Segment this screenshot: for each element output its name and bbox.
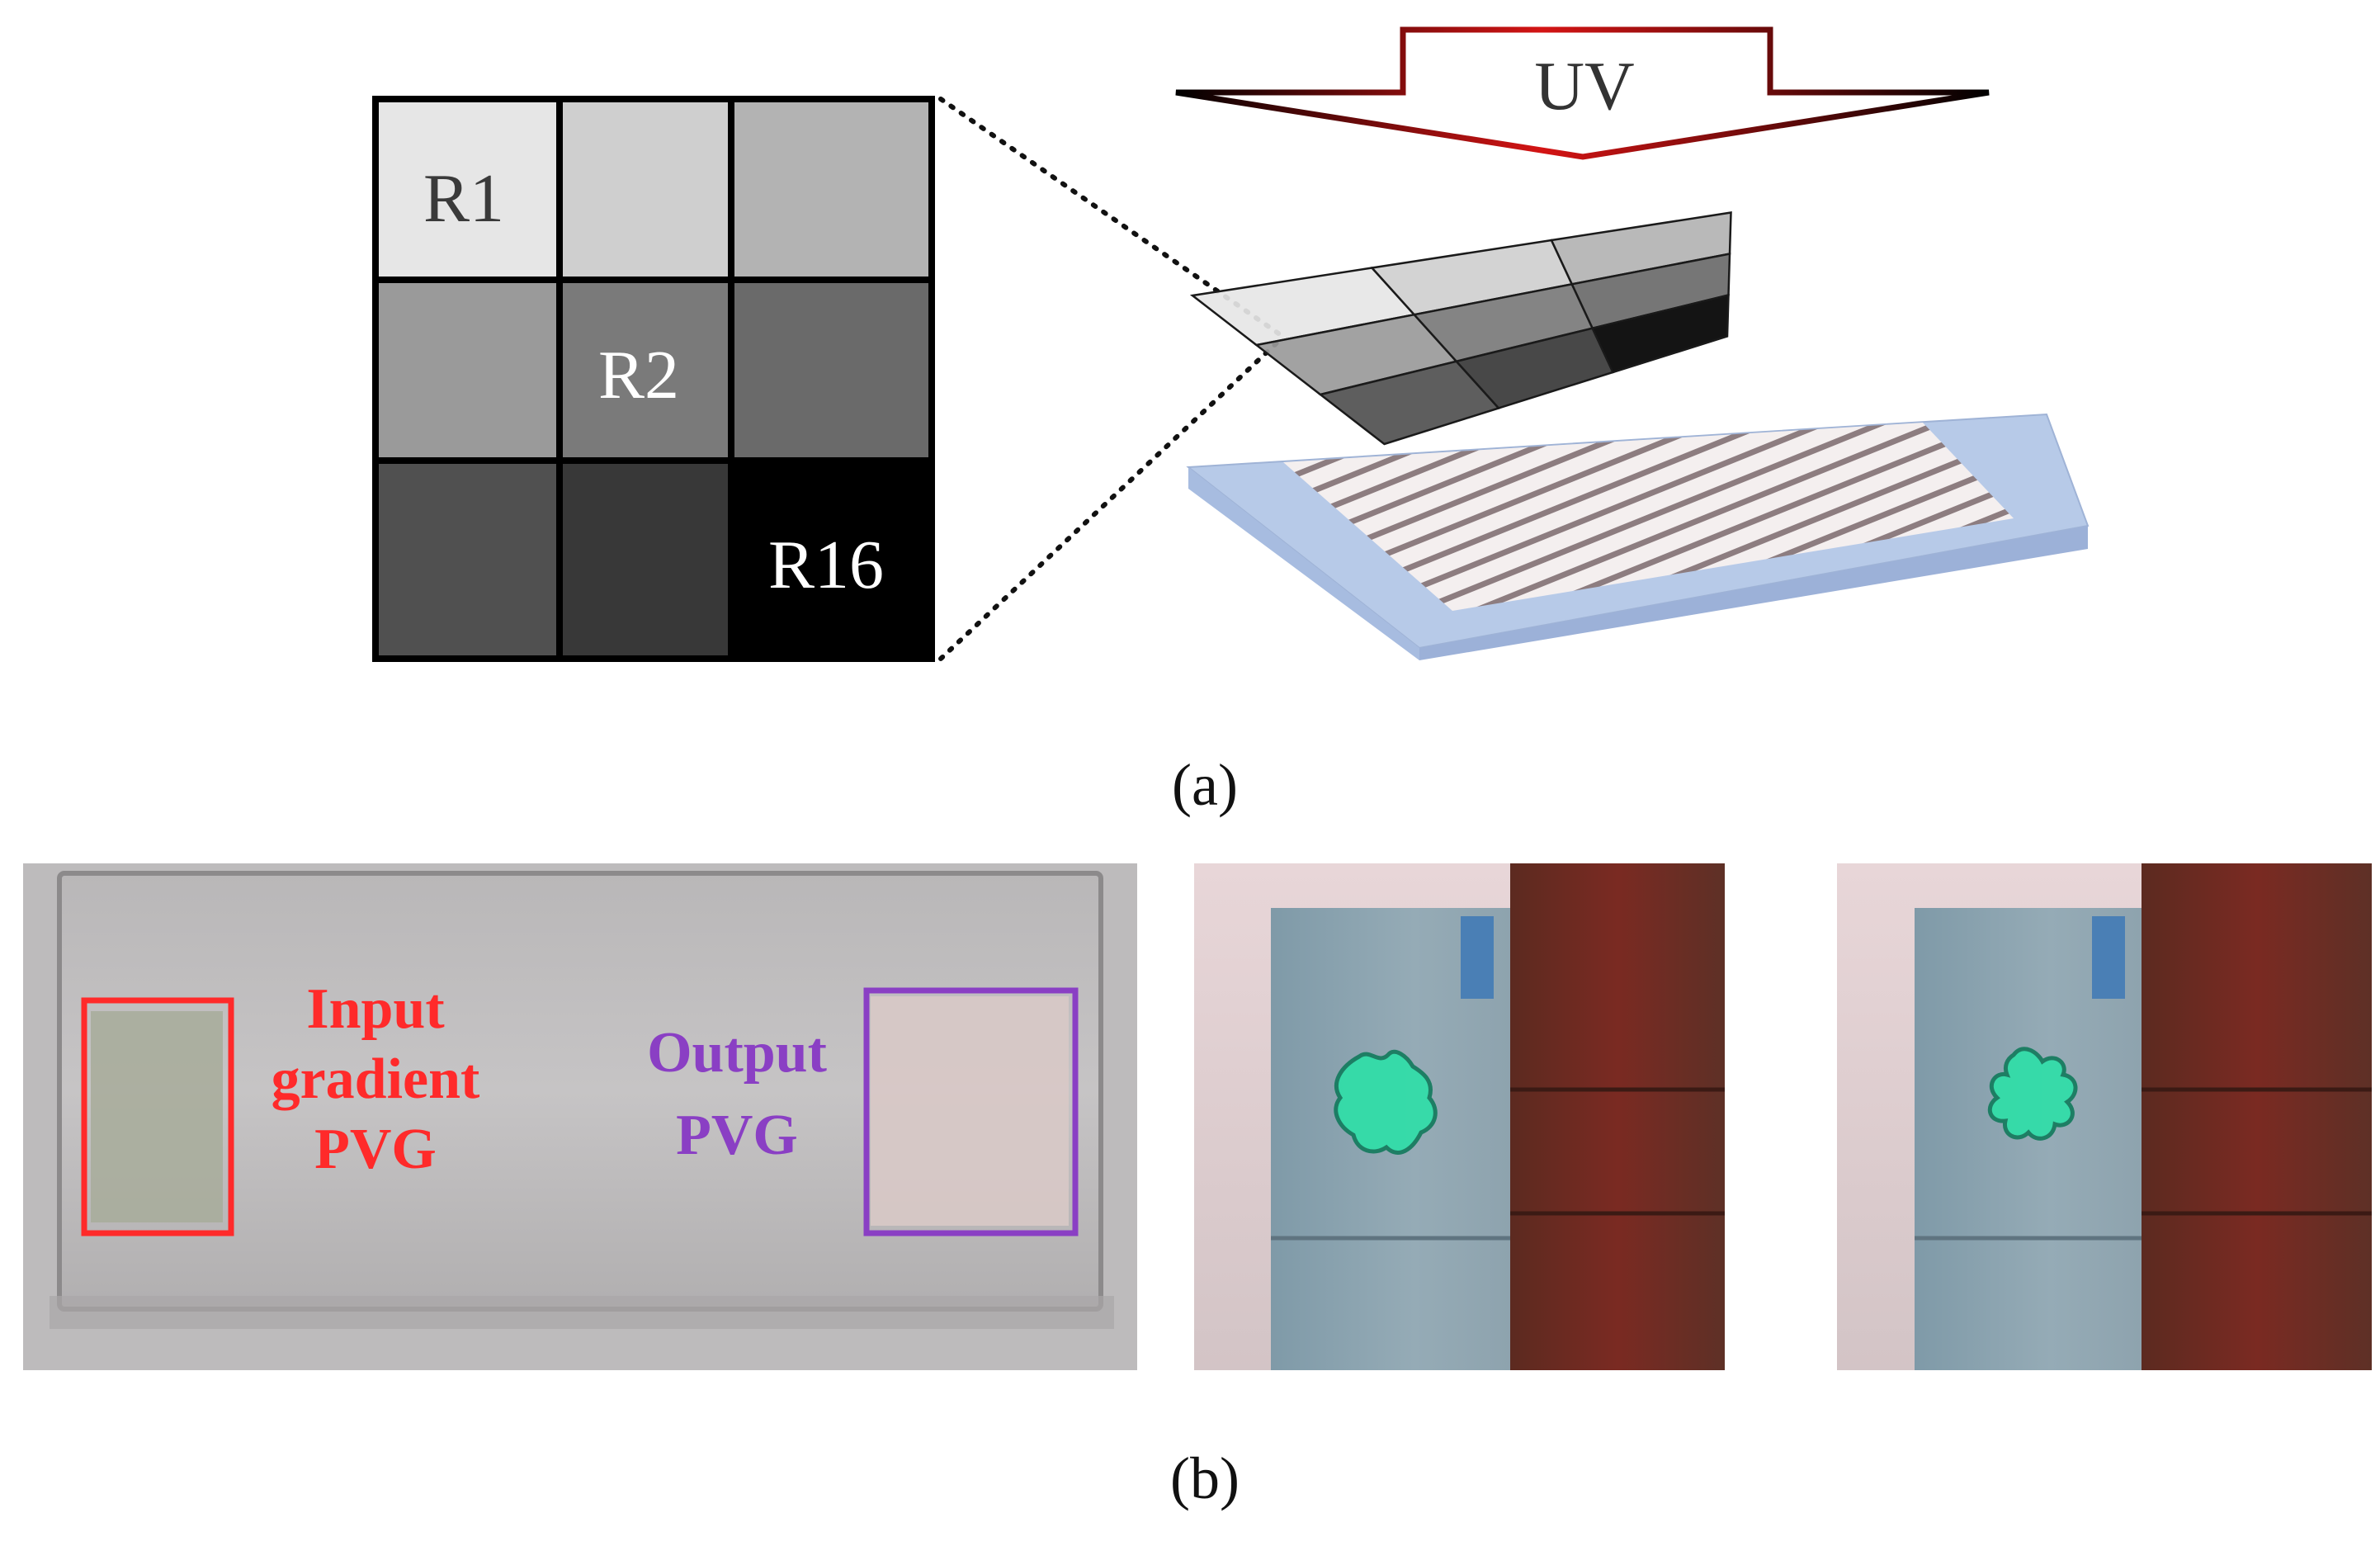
input-label-line3: PVG bbox=[314, 1118, 437, 1181]
substrate bbox=[1186, 413, 2090, 660]
output-label-line2: PVG bbox=[676, 1104, 798, 1167]
grid-cell bbox=[375, 280, 560, 461]
grid-cell bbox=[560, 280, 731, 461]
mask-plane bbox=[1189, 211, 1732, 446]
hologram-pattern-2 bbox=[1987, 1047, 2078, 1141]
caption-b: (b) bbox=[1170, 1445, 1240, 1511]
panel-b: Input gradient PVG Output PVG bbox=[23, 863, 2372, 1370]
hologram-pattern-1 bbox=[1334, 1049, 1438, 1155]
hologram-photo-2 bbox=[1837, 863, 2372, 1370]
grid-cell bbox=[731, 99, 932, 280]
grid-cell bbox=[375, 99, 560, 280]
input-label-line1: Input bbox=[306, 977, 444, 1041]
projection-lines bbox=[938, 97, 1286, 661]
grid-cell bbox=[560, 461, 731, 659]
grid-cell bbox=[560, 99, 731, 280]
hologram-photo-1 bbox=[1194, 863, 1725, 1370]
panel-a: R1 R2 R16 UV bbox=[372, 26, 2090, 662]
input-pvg-box bbox=[81, 997, 234, 1236]
output-pvg-box bbox=[863, 987, 1079, 1236]
gray-level-grid: R1 R2 R16 bbox=[372, 96, 935, 662]
grid-cell bbox=[731, 280, 932, 461]
grid-cell bbox=[375, 461, 560, 659]
grid-label-r2: R2 bbox=[598, 337, 679, 414]
mask-cell bbox=[1590, 293, 1730, 374]
grid-cell bbox=[731, 461, 932, 659]
caption-a: (a) bbox=[1172, 752, 1238, 818]
uv-label: UV bbox=[1534, 48, 1634, 125]
input-label-line2: gradient bbox=[272, 1047, 480, 1111]
uv-arrow: UV bbox=[1175, 26, 1990, 160]
slide-photo: Input gradient PVG Output PVG bbox=[23, 863, 1137, 1370]
grid-label-r16: R16 bbox=[768, 527, 884, 603]
output-label-line1: Output bbox=[647, 1021, 827, 1085]
grid-label-r1: R1 bbox=[423, 160, 504, 237]
